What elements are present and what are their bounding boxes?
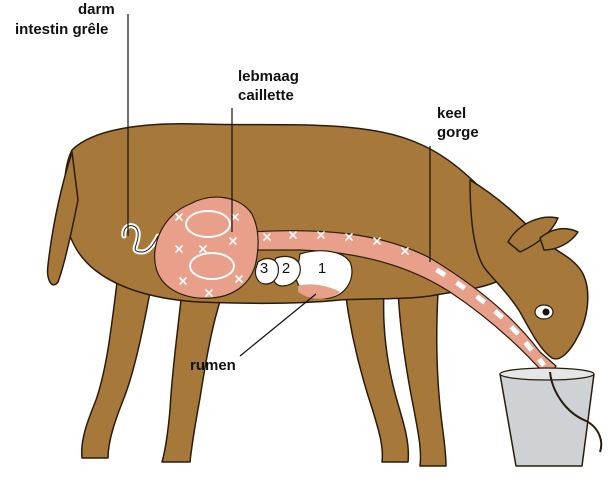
stomach-number-1: 1 bbox=[318, 260, 326, 277]
label-lebmaag-nl: lebmaag bbox=[238, 67, 299, 86]
label-keel-nl: keel bbox=[437, 104, 479, 123]
front-legs bbox=[345, 290, 446, 466]
label-darm: darm bbox=[78, 0, 115, 19]
calf-head bbox=[470, 180, 588, 359]
label-keel: keel gorge bbox=[437, 104, 479, 142]
calf-tail bbox=[48, 152, 78, 285]
label-darm-nl: darm bbox=[78, 0, 115, 19]
label-rumen: rumen bbox=[190, 356, 236, 375]
stomach-number-2: 2 bbox=[282, 260, 290, 277]
label-lebmaag: lebmaag caillette bbox=[238, 67, 299, 105]
label-darm-fr: intestin grêle bbox=[15, 20, 108, 39]
label-lebmaag-fr: caillette bbox=[238, 86, 299, 105]
stomach-number-3: 3 bbox=[260, 260, 268, 277]
label-keel-fr: gorge bbox=[437, 123, 479, 142]
label-intestin: intestin grêle bbox=[15, 20, 108, 39]
milk-bucket bbox=[500, 368, 601, 466]
